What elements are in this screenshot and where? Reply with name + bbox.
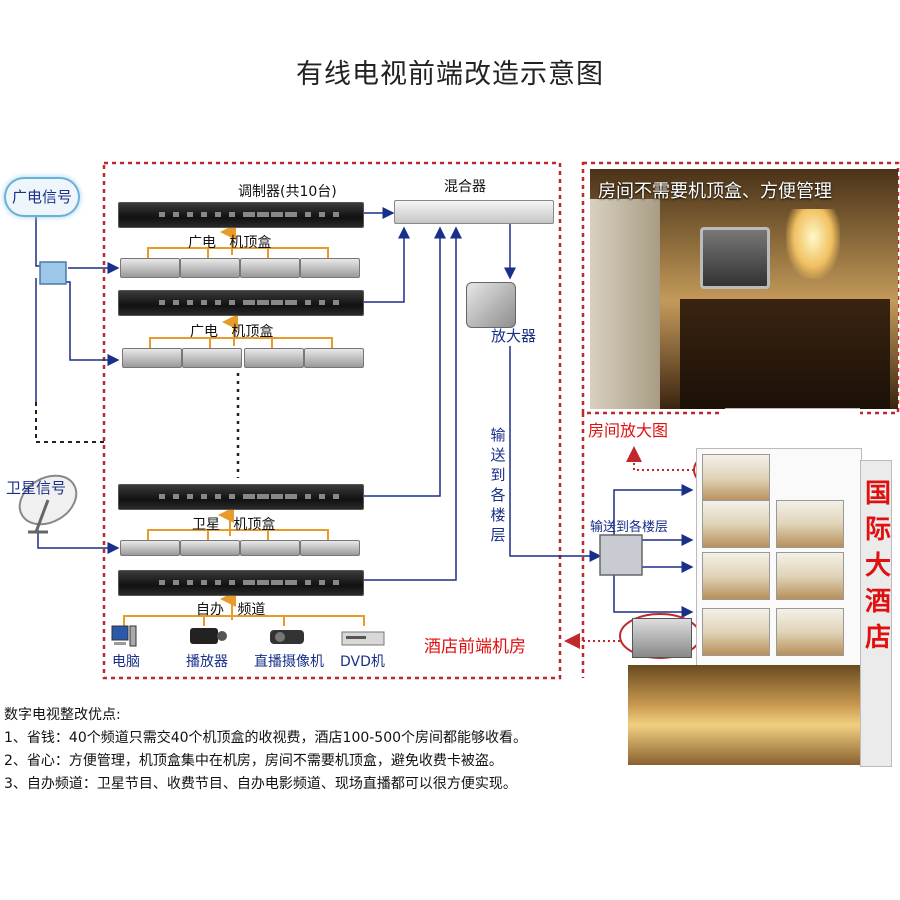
device-label-player: 播放器 bbox=[186, 654, 228, 670]
device-label-dvd: DVD机 bbox=[340, 654, 385, 670]
stb-row-prefix: 广电 bbox=[190, 324, 218, 340]
stb-row-prefix: 广电 bbox=[188, 235, 216, 251]
device-label-computer: 电脑 bbox=[112, 654, 140, 670]
broadcast-source-label: 广电信号 bbox=[11, 188, 72, 206]
vertical-char: 输 bbox=[490, 426, 506, 444]
advantage-item: 3、自办频道：卫星节目、收费节目、自办电影频道、现场直播都可以很方便实现。 bbox=[4, 776, 517, 792]
vertical-char: 楼 bbox=[490, 506, 506, 524]
set-top-box bbox=[244, 348, 304, 368]
satellite-receiver bbox=[180, 540, 240, 556]
floor-room bbox=[776, 500, 844, 548]
satellite-receiver bbox=[120, 540, 180, 556]
hotel-lobby-photo bbox=[628, 665, 860, 765]
modulator-rack-2 bbox=[118, 290, 364, 316]
satellite-dish-icon bbox=[18, 474, 78, 534]
stb-row-label-2: 广电 机顶盒 bbox=[190, 321, 273, 341]
stb-row-prefix: 自办 bbox=[196, 602, 224, 618]
mixer-device bbox=[394, 200, 554, 224]
amplifier-device bbox=[466, 282, 516, 328]
stb-row-suffix: 机顶盒 bbox=[229, 235, 272, 251]
projector-camera-icon bbox=[270, 630, 304, 644]
set-top-box bbox=[180, 258, 240, 278]
floor-room bbox=[776, 608, 844, 656]
floor-room bbox=[702, 608, 770, 656]
set-top-box bbox=[182, 348, 242, 368]
hotel-room-photo: 房间不需要机顶盒、方便管理 bbox=[590, 169, 898, 409]
stb-row-label-4: 自办 频道 bbox=[196, 599, 265, 619]
advantage-item: 1、省钱：40个频道只需交40个机顶盒的收视费，酒店100-500个房间都能够收… bbox=[4, 730, 528, 746]
room-lamp bbox=[786, 209, 840, 279]
sign-char: 酒 bbox=[864, 587, 891, 617]
sign-char: 店 bbox=[864, 623, 891, 653]
headend-frame bbox=[102, 161, 562, 680]
sign-char: 际 bbox=[864, 515, 891, 545]
set-top-box bbox=[300, 258, 360, 278]
vertical-char: 各 bbox=[490, 486, 506, 504]
camcorder-icon bbox=[190, 628, 227, 644]
set-top-box bbox=[122, 348, 182, 368]
stb-row-prefix: 卫星 bbox=[192, 517, 220, 533]
satellite-source-label: 卫星信号 bbox=[6, 479, 67, 497]
set-top-box bbox=[304, 348, 364, 368]
vertical-char: 层 bbox=[490, 526, 506, 544]
device-label-live-camera: 直播摄像机 bbox=[254, 654, 324, 670]
floor-room bbox=[702, 454, 770, 502]
stb-row-label-1: 广电 机顶盒 bbox=[188, 232, 271, 252]
room-zoom-label: 房间放大图 bbox=[588, 421, 669, 440]
deliver-to-floors-vertical: 输 送 到 各 楼 层 bbox=[488, 425, 508, 545]
floor-room bbox=[702, 500, 770, 548]
modulator-rack-1 bbox=[118, 202, 364, 228]
room-photo-caption: 房间不需要机顶盒、方便管理 bbox=[598, 181, 832, 202]
amplifier-label: 放大器 bbox=[491, 327, 537, 345]
stb-row-label-3: 卫星 机顶盒 bbox=[192, 514, 275, 534]
room-tv bbox=[700, 227, 770, 289]
mixer-label: 混合器 bbox=[444, 179, 486, 195]
stb-row-suffix: 频道 bbox=[237, 602, 266, 618]
room-desk bbox=[680, 299, 890, 409]
set-top-box bbox=[240, 258, 300, 278]
modulator-rack-4 bbox=[118, 570, 364, 596]
diagram-title: 有线电视前端改造示意图 bbox=[296, 59, 604, 90]
satellite-receiver bbox=[300, 540, 360, 556]
modulator-rack-3 bbox=[118, 484, 364, 510]
sign-char: 国 bbox=[864, 479, 891, 509]
building-side bbox=[860, 460, 892, 767]
room-window bbox=[590, 199, 660, 409]
floor-splitter-icon bbox=[599, 534, 643, 576]
satellite-receiver bbox=[240, 540, 300, 556]
stb-row-suffix: 机顶盒 bbox=[231, 324, 274, 340]
modulator-label: 调制器(共10台) bbox=[238, 184, 337, 200]
advantage-item: 2、省心：方便管理，机顶盒集中在机房，房间不需要机顶盒，避免收费卡被盗。 bbox=[4, 753, 503, 769]
dvd-player-icon bbox=[341, 631, 385, 646]
floor-room bbox=[702, 552, 770, 600]
advantages-heading: 数字电视整改优点: bbox=[4, 707, 121, 723]
vertical-char: 送 bbox=[490, 446, 506, 464]
advantages-section: 数字电视整改优点: 1、省钱：40个频道只需交40个机顶盒的收视费，酒店100-… bbox=[4, 704, 527, 796]
computer-icon bbox=[111, 625, 137, 647]
headend-server-rack bbox=[632, 618, 692, 658]
headend-room-label: 酒店前端机房 bbox=[424, 637, 526, 657]
vertical-char: 到 bbox=[490, 466, 506, 484]
building-roof bbox=[696, 408, 860, 449]
set-top-box bbox=[120, 258, 180, 278]
sign-char: 大 bbox=[864, 551, 891, 581]
floor-room bbox=[776, 552, 844, 600]
tap-splitter-icon bbox=[39, 261, 67, 285]
broadcast-source-cloud: 广电信号 bbox=[4, 177, 80, 217]
stb-row-suffix: 机顶盒 bbox=[233, 517, 276, 533]
splitter-label: 输送到各楼层 bbox=[590, 520, 669, 535]
hotel-sign: 国 际 大 酒 店 bbox=[858, 476, 898, 656]
